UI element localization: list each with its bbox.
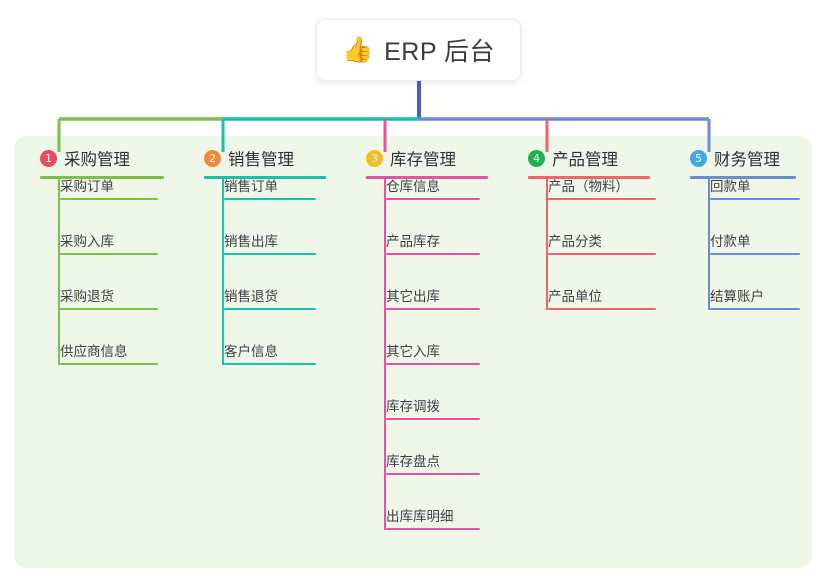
branch-item[interactable]: 产品库存 bbox=[366, 227, 514, 255]
branch-item-rule bbox=[60, 253, 158, 255]
branch-item-label: 产品分类 bbox=[548, 234, 602, 249]
branch-spine bbox=[384, 176, 386, 530]
branch-item-label: 销售出库 bbox=[224, 234, 278, 249]
branch-item[interactable]: 库存盘点 bbox=[366, 447, 514, 475]
branch-title: 采购管理 bbox=[64, 151, 130, 169]
branch-spine bbox=[708, 176, 710, 310]
branch-item-label: 客户信息 bbox=[224, 344, 278, 359]
branch-item[interactable]: 回款单 bbox=[690, 172, 822, 200]
branch-item-label: 供应商信息 bbox=[60, 344, 128, 359]
branch-item-label: 采购入库 bbox=[60, 234, 114, 249]
branch-item-rule bbox=[710, 198, 800, 200]
branch-title: 销售管理 bbox=[228, 151, 294, 169]
branch-number-badge: 5 bbox=[690, 149, 707, 167]
branch-item[interactable]: 销售出库 bbox=[204, 227, 352, 255]
branch-item[interactable]: 产品分类 bbox=[528, 227, 676, 255]
branch-title: 库存管理 bbox=[390, 151, 456, 169]
branch-item-rule bbox=[386, 308, 480, 310]
branch-item-rule bbox=[710, 253, 800, 255]
branch-item-label: 销售退货 bbox=[224, 289, 278, 304]
branch-header-rule bbox=[690, 176, 796, 179]
branch-item[interactable]: 产品（物料） bbox=[528, 172, 676, 200]
branch-item[interactable]: 供应商信息 bbox=[40, 337, 190, 365]
branch-item-label: 产品库存 bbox=[386, 234, 440, 249]
branch-number-badge: 4 bbox=[528, 149, 545, 167]
branch-number-badge: 3 bbox=[366, 149, 383, 167]
branch-item-rule bbox=[386, 198, 480, 200]
branch-item[interactable]: 结算账户 bbox=[690, 282, 822, 310]
branch-item-label: 出库库明细 bbox=[386, 509, 454, 524]
branch-item-rule bbox=[224, 363, 316, 365]
branch-item-label: 采购退货 bbox=[60, 289, 114, 304]
branch-header-rule bbox=[40, 176, 164, 179]
branch-spine bbox=[222, 176, 224, 365]
branch-item-rule bbox=[548, 198, 656, 200]
branch-item-label: 其它入库 bbox=[386, 344, 440, 359]
branch-item[interactable]: 付款单 bbox=[690, 227, 822, 255]
branch-header-rule bbox=[528, 176, 650, 179]
branch-item-rule bbox=[224, 308, 316, 310]
branch-title: 财务管理 bbox=[714, 151, 780, 169]
branch-item[interactable]: 出库库明细 bbox=[366, 502, 514, 530]
branch-spine bbox=[546, 176, 548, 310]
root-node-content: 👍 ERP 后台 bbox=[342, 32, 495, 68]
branch-number-badge: 1 bbox=[40, 149, 57, 167]
branch-item-rule bbox=[60, 363, 158, 365]
branch-header-1[interactable]: 1 采购管理 bbox=[40, 146, 130, 170]
branch-header-rule bbox=[204, 176, 326, 179]
branch-item-rule bbox=[60, 308, 158, 310]
branch-item-label: 回款单 bbox=[710, 179, 751, 194]
branch-header-3[interactable]: 3 库存管理 bbox=[366, 146, 456, 170]
branch-item[interactable]: 销售订单 bbox=[204, 172, 352, 200]
branch-item-rule bbox=[60, 198, 158, 200]
branch-header-rule bbox=[366, 176, 488, 179]
branch-item[interactable]: 采购入库 bbox=[40, 227, 190, 255]
branch-item-label: 仓库信息 bbox=[386, 179, 440, 194]
branch-number-badge: 2 bbox=[204, 149, 221, 167]
root-node-title: ERP 后台 bbox=[384, 38, 496, 66]
branch-item-rule bbox=[710, 308, 800, 310]
branch-item-rule bbox=[224, 253, 316, 255]
branch-item-rule bbox=[548, 253, 656, 255]
branch-item[interactable]: 采购订单 bbox=[40, 172, 190, 200]
branch-item-label: 其它出库 bbox=[386, 289, 440, 304]
branch-item-label: 付款单 bbox=[710, 234, 751, 249]
branch-item[interactable]: 仓库信息 bbox=[366, 172, 514, 200]
branch-item-label: 产品单位 bbox=[548, 289, 602, 304]
branch-item-rule bbox=[386, 253, 480, 255]
branch-item[interactable]: 产品单位 bbox=[528, 282, 676, 310]
branch-header-5[interactable]: 5 财务管理 bbox=[690, 146, 780, 170]
branch-header-4[interactable]: 4 产品管理 bbox=[528, 146, 618, 170]
branches-panel bbox=[14, 136, 812, 568]
branch-item-label: 产品（物料） bbox=[548, 179, 629, 194]
branch-item[interactable]: 库存调拨 bbox=[366, 392, 514, 420]
branch-header-2[interactable]: 2 销售管理 bbox=[204, 146, 294, 170]
branch-item[interactable]: 其它入库 bbox=[366, 337, 514, 365]
thumbs-up-icon: 👍 bbox=[341, 35, 374, 64]
branch-item[interactable]: 其它出库 bbox=[366, 282, 514, 310]
root-node[interactable]: 👍 ERP 后台 bbox=[316, 19, 521, 81]
branch-item-label: 结算账户 bbox=[710, 289, 764, 304]
branch-item-label: 销售订单 bbox=[224, 179, 278, 194]
branch-item-rule bbox=[386, 528, 480, 530]
branch-item-label: 库存调拨 bbox=[386, 399, 440, 414]
branch-item-rule bbox=[548, 308, 656, 310]
branch-item-rule bbox=[224, 198, 316, 200]
branch-spine bbox=[58, 176, 60, 365]
branch-item[interactable]: 客户信息 bbox=[204, 337, 352, 365]
branch-item[interactable]: 采购退货 bbox=[40, 282, 190, 310]
branch-item-rule bbox=[386, 363, 480, 365]
branch-title: 产品管理 bbox=[552, 151, 618, 169]
branch-columns: 1 采购管理采购订单采购入库采购退货供应商信息 2 销售管理销售订单销售出库销售退货客… bbox=[14, 136, 812, 568]
branch-item-label: 库存盘点 bbox=[386, 454, 440, 469]
branch-item-rule bbox=[386, 418, 480, 420]
branch-connectors bbox=[57, 81, 711, 152]
branch-item[interactable]: 销售退货 bbox=[204, 282, 352, 310]
branch-item-label: 采购订单 bbox=[60, 179, 114, 194]
branch-item-rule bbox=[386, 473, 480, 475]
